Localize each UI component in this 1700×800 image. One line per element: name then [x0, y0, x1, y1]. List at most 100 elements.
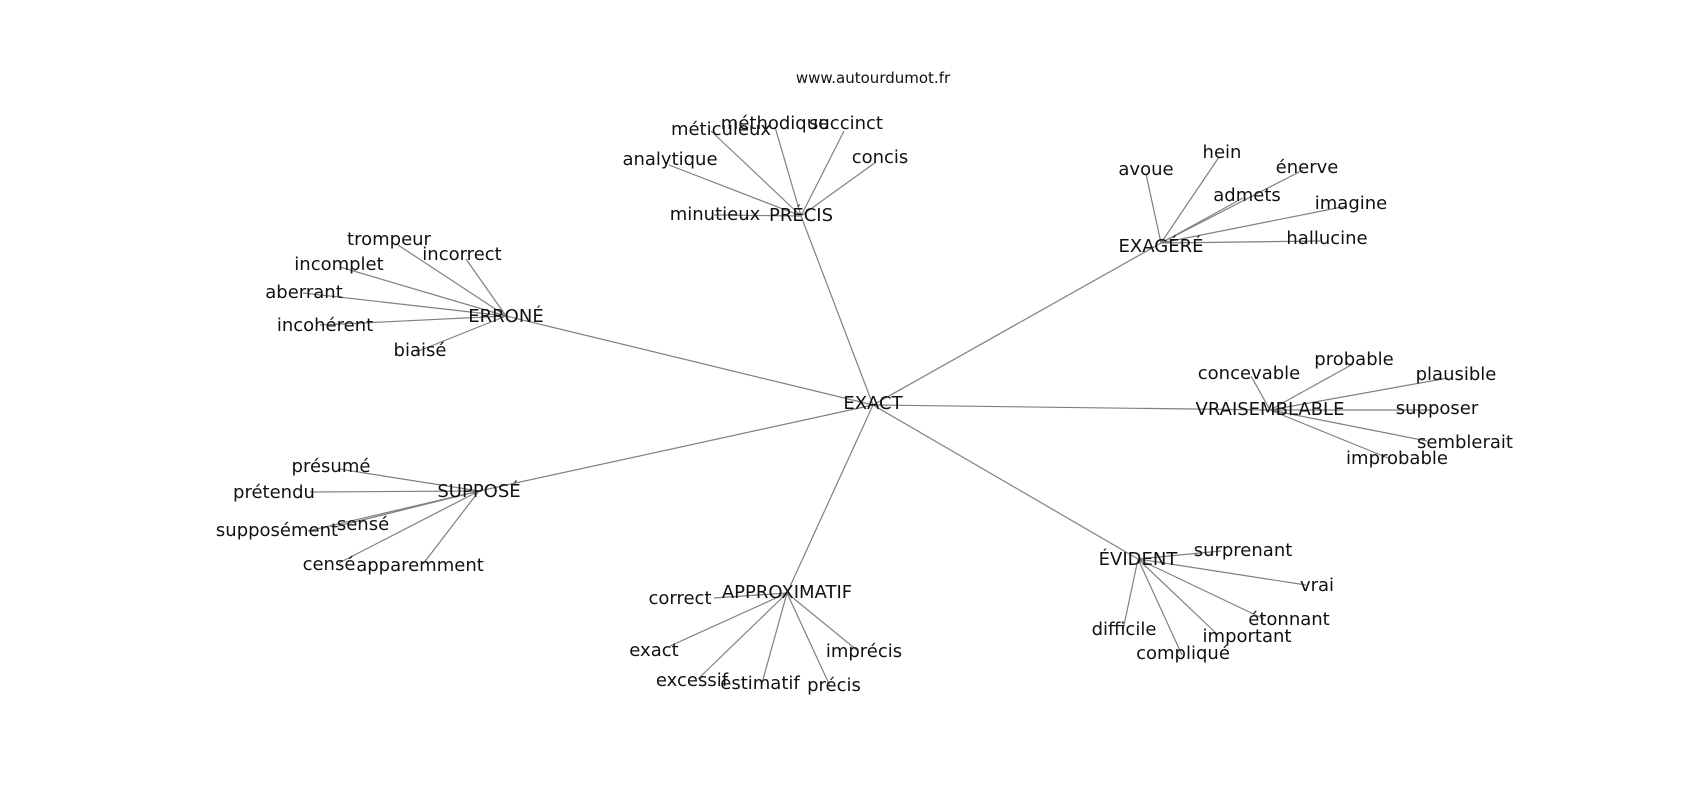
leaf-node: minutieux [670, 204, 761, 225]
leaf-node: succinct [809, 113, 883, 134]
edge-hub-leaf [1137, 558, 1265, 620]
leaf-node: probable [1314, 349, 1393, 370]
edge-hub-leaf [1250, 375, 1271, 411]
leaf-node: supposément [216, 520, 338, 541]
edge-center-hub [786, 404, 874, 594]
edge-hub-leaf [697, 592, 788, 680]
leaf-node: sensé [337, 514, 389, 535]
edge-hub-leaf [415, 315, 507, 353]
leaf-node: estimatif [720, 673, 800, 694]
leaf-node: correct [648, 588, 711, 609]
leaf-node: imprécis [826, 641, 902, 662]
edge-hub-leaf [713, 214, 802, 217]
edge-hub-leaf [1145, 173, 1162, 244]
edge-hub-leaf [1137, 558, 1307, 586]
leaf-node: difficile [1092, 619, 1157, 640]
edge-hub-leaf [1122, 558, 1139, 631]
edge-hub-leaf [337, 490, 480, 527]
edge-hub-leaf [1160, 240, 1321, 244]
leaf-node: supposer [1396, 398, 1479, 419]
edge-center-hub [505, 315, 874, 406]
hub-node: PRÉCIS [769, 204, 833, 226]
leaf-node: biaisé [394, 340, 447, 361]
edge-center-hub [872, 404, 1139, 560]
leaf-node: vrai [1300, 575, 1334, 596]
leaf-node: analytique [622, 149, 717, 170]
edge-hub-leaf [1269, 363, 1354, 411]
edge-center-hub [872, 242, 1162, 406]
leaf-node: compliqué [1136, 643, 1230, 664]
hub-node: VRAISEMBLABLE [1196, 399, 1345, 420]
leaf-node: imagine [1315, 193, 1387, 214]
leaf-node: prétendu [233, 482, 315, 503]
edge-hub-leaf [1137, 558, 1183, 656]
edge-hub-leaf [319, 315, 507, 326]
hub-node: APPROXIMATIF [722, 582, 852, 603]
edge-hub-leaf [302, 292, 507, 317]
edge-hub-leaf [713, 592, 788, 599]
edge-hub-leaf [1160, 156, 1220, 244]
leaf-node: incomplet [294, 254, 383, 275]
leaf-node: aberrant [265, 282, 343, 303]
leaf-node: étonnant [1248, 609, 1329, 630]
leaf-node: présumé [292, 456, 371, 477]
leaf-node: hallucine [1286, 228, 1367, 249]
edge-center-hub [872, 404, 1271, 411]
leaf-node: exact [629, 640, 678, 661]
edge-hub-leaf [1137, 558, 1219, 636]
leaf-node: admets [1213, 185, 1281, 206]
edge-hub-leaf [465, 258, 507, 317]
hub-node: SUPPOSÉ [437, 480, 520, 502]
edge-center-hub [800, 215, 874, 406]
leaf-node: plausible [1416, 364, 1497, 385]
leaf-node: précis [807, 675, 861, 696]
hub-node: EXAGÉRÉ [1119, 235, 1204, 257]
leaf-node: concis [852, 147, 909, 168]
edge-hub-leaf [1160, 197, 1244, 244]
edge-hub-leaf [668, 164, 802, 217]
edge-hub-leaf [339, 266, 507, 317]
leaf-node: improbable [1346, 448, 1448, 469]
edge-hub-leaf [774, 126, 802, 217]
leaf-node: excessif [656, 670, 729, 691]
edge-hub-leaf [786, 592, 831, 687]
leaf-node: censé [303, 554, 356, 575]
hub-node: ERRONÉ [468, 305, 543, 327]
edge-hub-leaf [309, 490, 480, 493]
center-node: EXACT [843, 393, 903, 414]
leaf-node: hein [1203, 142, 1242, 163]
edge-hub-leaf [338, 490, 480, 564]
edge-hub-leaf [710, 130, 802, 217]
edge-hub-leaf [338, 468, 480, 492]
edge-hub-leaf [1269, 409, 1428, 442]
leaf-node: avoue [1118, 159, 1173, 180]
leaf-node: semblerait [1417, 432, 1513, 453]
leaf-node: apparemment [356, 555, 484, 576]
leaf-node: surprenant [1194, 540, 1293, 561]
leaf-node: incorrect [422, 244, 501, 265]
edge-hub-leaf [669, 592, 788, 647]
edge-hub-leaf [1137, 550, 1222, 560]
edge-hub-leaf [786, 592, 859, 652]
edge-hub-leaf [1269, 409, 1389, 459]
edge-hub-leaf [1160, 169, 1304, 244]
edge-hub-leaf [1269, 377, 1449, 411]
edge-hub-leaf [1160, 205, 1348, 244]
graph-edges [302, 126, 1449, 687]
leaf-node: incohérent [277, 315, 373, 336]
leaf-node: énerve [1276, 157, 1339, 178]
leaf-node: méthodique [721, 113, 829, 134]
edge-hub-leaf [800, 130, 845, 217]
edge-hub-leaf [397, 244, 507, 317]
leaf-node: concevable [1198, 363, 1300, 384]
edge-hub-leaf [422, 490, 480, 565]
leaf-node: méticuleux [671, 119, 771, 140]
edge-hub-leaf [761, 592, 788, 684]
site-credit: www.autourdumot.fr [796, 69, 951, 87]
hub-node: ÉVIDENT [1099, 548, 1179, 570]
edge-hub-leaf [800, 161, 877, 217]
leaf-node: trompeur [347, 229, 432, 250]
